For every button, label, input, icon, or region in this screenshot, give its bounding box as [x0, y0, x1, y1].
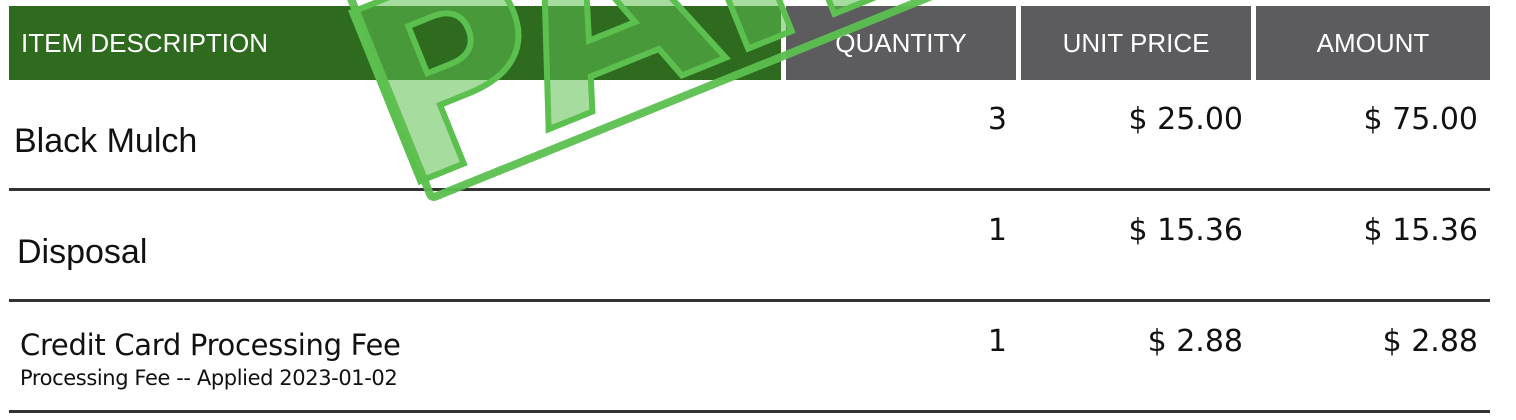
item-name: Disposal — [17, 233, 148, 271]
header-amount: AMOUNT — [1256, 6, 1490, 80]
table-row: Black Mulch 3 $ 25.00 $ 75.00 — [9, 80, 1490, 191]
item-unit-price: $ 15.36 — [1128, 213, 1243, 248]
item-quantity: 1 — [987, 213, 1007, 248]
item-amount: $ 2.88 — [1382, 324, 1478, 359]
item-quantity: 3 — [987, 102, 1007, 137]
table-header-row: ITEM DESCRIPTION QUANTITY UNIT PRICE AMO… — [9, 6, 1490, 80]
item-subtitle: Processing Fee -- Applied 2023-01-02 — [20, 366, 398, 390]
header-unit-price: UNIT PRICE — [1021, 6, 1251, 80]
item-quantity: 1 — [987, 324, 1007, 359]
item-unit-price: $ 25.00 — [1128, 102, 1243, 137]
header-item-description: ITEM DESCRIPTION — [9, 6, 781, 80]
table-body: Black Mulch 3 $ 25.00 $ 75.00 Disposal 1… — [9, 80, 1490, 413]
item-amount: $ 75.00 — [1363, 102, 1478, 137]
item-amount: $ 15.36 — [1363, 213, 1478, 248]
item-name: Black Mulch — [14, 122, 198, 160]
table-row: Disposal 1 $ 15.36 $ 15.36 — [9, 191, 1490, 302]
invoice-line-items-table: ITEM DESCRIPTION QUANTITY UNIT PRICE AMO… — [9, 6, 1490, 413]
item-name: Credit Card Processing Fee — [20, 328, 401, 362]
item-unit-price: $ 2.88 — [1147, 324, 1243, 359]
table-row: Credit Card Processing Fee Processing Fe… — [9, 302, 1490, 413]
header-quantity: QUANTITY — [786, 6, 1016, 80]
